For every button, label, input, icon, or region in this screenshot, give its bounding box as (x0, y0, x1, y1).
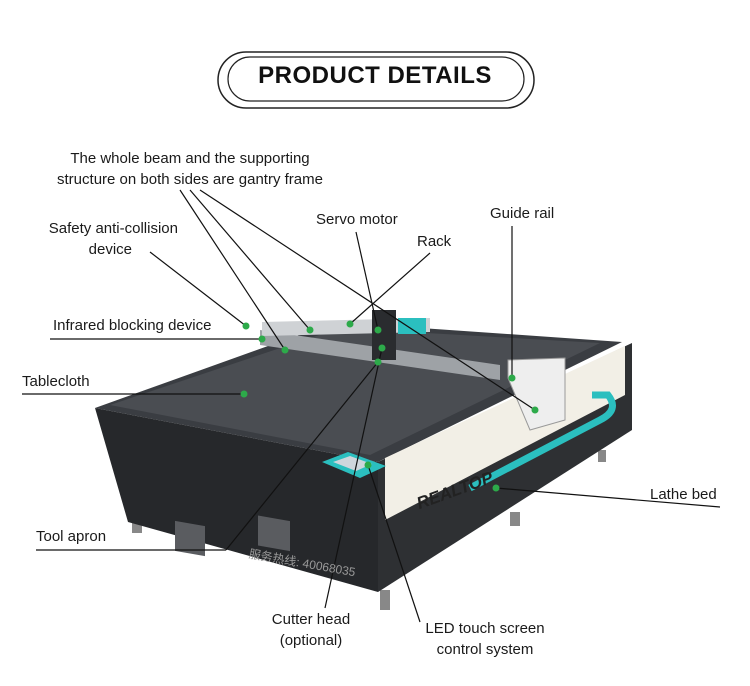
label-infrared: Infrared blocking device (53, 317, 212, 334)
label-line: Cutter head (271, 611, 351, 628)
label-line: LED touch screen (425, 620, 545, 637)
label-guide-rail: Guide rail (490, 205, 555, 222)
label-line: Safety anti-collision (48, 220, 178, 237)
label-tool-apron: Tool apron (36, 528, 107, 545)
label-tablecloth: Tablecloth (22, 373, 90, 390)
label-line: (optional) (279, 632, 343, 649)
label-line: structure on both sides are gantry frame (57, 171, 323, 188)
label-safety-device: Safety anti-collision device (30, 218, 178, 260)
label-cutter-head: Cutter head (optional) (266, 609, 356, 651)
label-rack: Rack (417, 233, 452, 250)
label-lathe-bed: Lathe bed (650, 486, 717, 503)
label-servo-motor: Servo motor (316, 211, 398, 228)
label-line: The whole beam and the supporting (70, 150, 310, 167)
label-line: device (88, 241, 132, 258)
label-led-screen: LED touch screen control system (420, 618, 550, 660)
page-title: PRODUCT DETAILS (258, 62, 492, 89)
label-gantry-frame: The whole beam and the supporting struct… (40, 148, 340, 190)
label-line: control system (436, 641, 534, 658)
